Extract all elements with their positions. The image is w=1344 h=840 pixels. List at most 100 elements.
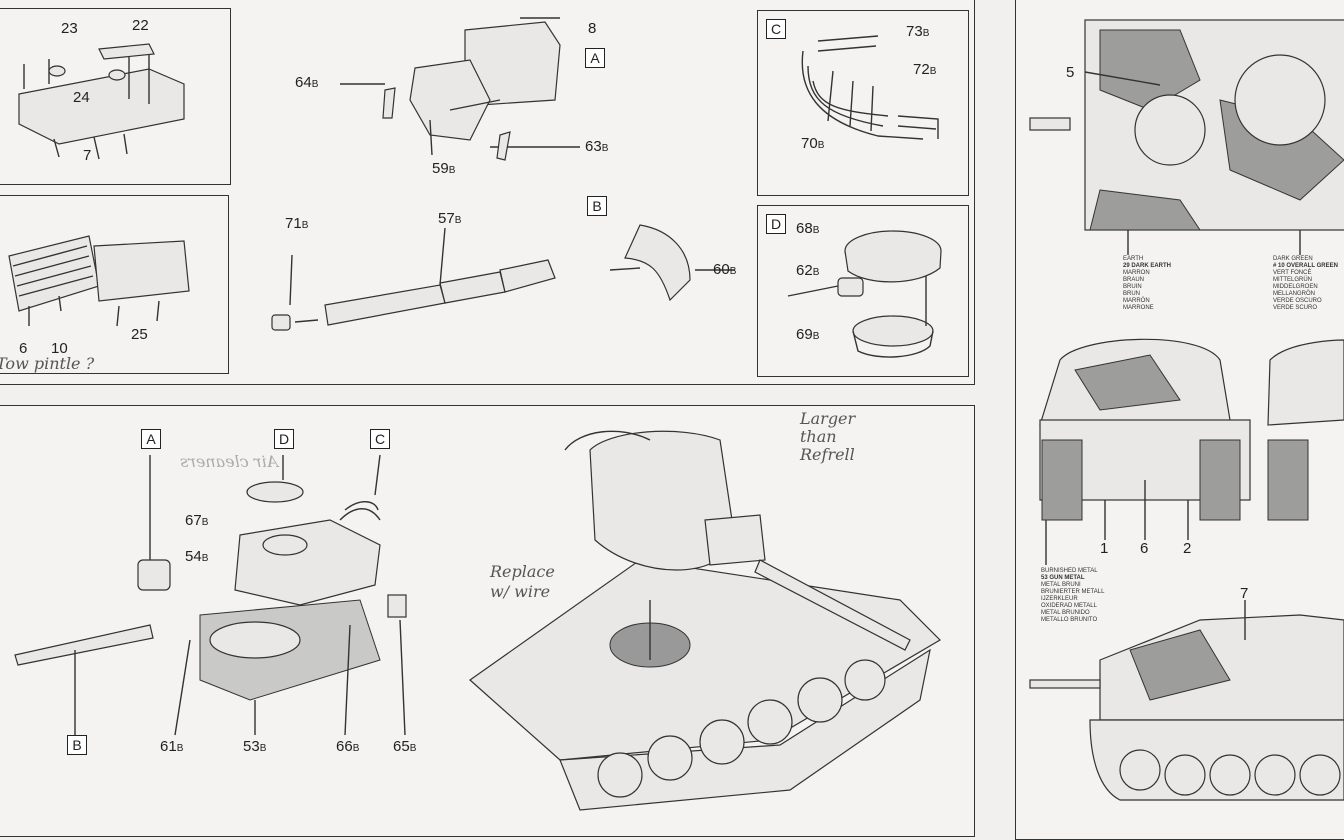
part-7-label: 7 [83,147,92,164]
part-suffix: B [922,28,930,39]
part-suffix: B [817,140,825,151]
part-59b-label: 59B [432,160,455,177]
part-64b-label: 64B [295,74,318,91]
assembly-b-marker: B [587,196,607,216]
paint-translation: Marrone [1123,305,1154,311]
paint-code: 29 Dark Earth [1123,263,1172,269]
part-suffix: B [812,267,820,278]
cupola-drawing [787,230,942,358]
turret-step-b-marker: B [67,735,87,755]
part-57b-label: 57B [438,210,461,227]
part-number: 72 [913,61,930,78]
paint-translation: Vert Foncé [1273,270,1312,276]
part-suffix: B [409,743,417,754]
paint-translation: IJzerkleur [1041,596,1078,602]
part-number: 71 [285,215,302,232]
callout-6: 6 [1140,540,1149,557]
part-suffix: B [454,215,462,226]
part-22-label: 22 [132,17,149,34]
part-suffix: B [176,743,184,754]
part-number: 64 [295,74,312,91]
part-number: 54 [185,548,202,565]
paint-translation: Metal Brunido [1041,610,1090,616]
part-number: 61 [160,738,177,755]
part-suffix: B [729,266,737,277]
part-72b-label: 72B [913,61,936,78]
basket-drawing [801,35,939,140]
panel-d-cupola: D 68B 62B 69B [757,205,969,377]
paint-earth-legend: Earth 29 Dark Earth Marron Braun Bruin B… [1123,256,1171,312]
part-60b-label: 60B [713,261,736,278]
paint-translation: Mittelgrün [1273,277,1312,283]
paint-translation: Brun [1123,291,1141,297]
paint-translation: Oxiderad Metall [1041,603,1097,609]
paint-translation: Braun [1123,277,1145,283]
part-66b-label: 66B [336,738,359,755]
paint-name: Dark Green [1273,256,1313,262]
part-63b-label: 63B [585,138,608,155]
part-number: 67 [185,512,202,529]
part-number: 59 [432,160,449,177]
paint-translation: Brunierter Metall [1041,589,1105,595]
panel-d-marker: D [766,214,786,234]
part-68b-label: 68B [796,220,819,237]
paint-translation: Verde Oscuro [1273,298,1322,304]
paint-green-legend: Dark Green # 10 Overall Green Vert Foncé… [1273,256,1338,312]
part-suffix: B [201,553,209,564]
mantlet-and-gun-drawing [271,17,735,331]
part-suffix: B [448,165,456,176]
part-73b-label: 73B [906,23,929,40]
part-number: 63 [585,138,602,155]
panel-c-marker: C [766,19,786,39]
part-number: 68 [796,220,813,237]
part-number: 65 [393,738,410,755]
panel-hitch-parts: 6 10 25 [0,195,229,374]
callout-7: 7 [1240,585,1249,602]
part-54b-label: 54B [185,548,208,565]
turret-step-a-marker: A [141,429,161,449]
callout-5: 5 [1066,64,1075,81]
part-61b-label: 61B [160,738,183,755]
part-6-label: 6 [19,340,28,357]
part-suffix: B [929,66,937,77]
turret-step-d-marker: D [274,429,294,449]
part-67b-label: 67B [185,512,208,529]
handwritten-larger-than-note: Larger than Refrell [800,409,856,464]
part-number: 62 [796,262,813,279]
part-suffix: B [812,331,820,342]
paint-name: Burnished Metal [1041,568,1098,574]
part-8-label: 8 [588,20,597,37]
paint-translation: Marron [1123,270,1150,276]
part-number: 57 [438,210,455,227]
part-53b-label: 53B [243,738,266,755]
handwritten-tow-pintle-note: Tow pintle ? [0,354,95,373]
part-23-label: 23 [61,20,78,37]
paint-translation: Metal Bruni [1041,582,1081,588]
paint-translation: Verde Scuro [1273,305,1318,311]
part-number: 70 [801,135,818,152]
paint-translation: Marrón [1123,298,1150,304]
paint-name: Earth [1123,256,1144,262]
part-62b-label: 62B [796,262,819,279]
part-suffix: B [311,79,319,90]
part-suffix: B [301,220,309,231]
paint-translation: Middelgroen [1273,284,1318,290]
part-number: 73 [906,23,923,40]
mudguard-drawing [18,43,185,160]
hitch-drawing [8,235,190,327]
part-70b-label: 70B [801,135,824,152]
handwritten-replace-wire-note: Replace w/ wire [490,562,555,601]
part-65b-label: 65B [393,738,416,755]
assembly-a-marker: A [585,48,605,68]
part-25-label: 25 [131,326,148,343]
callout-1: 1 [1100,540,1109,557]
callout-2: 2 [1183,540,1192,557]
paint-translation: Bruin [1123,284,1142,290]
part-69b-label: 69B [796,326,819,343]
paint-code: 53 Gun Metal [1041,575,1085,581]
part-number: 53 [243,738,260,755]
turret-and-tank-drawing [14,430,941,811]
paint-translation: Metallo Brunito [1041,617,1098,623]
paint-translation: Mellangrön [1273,291,1316,297]
